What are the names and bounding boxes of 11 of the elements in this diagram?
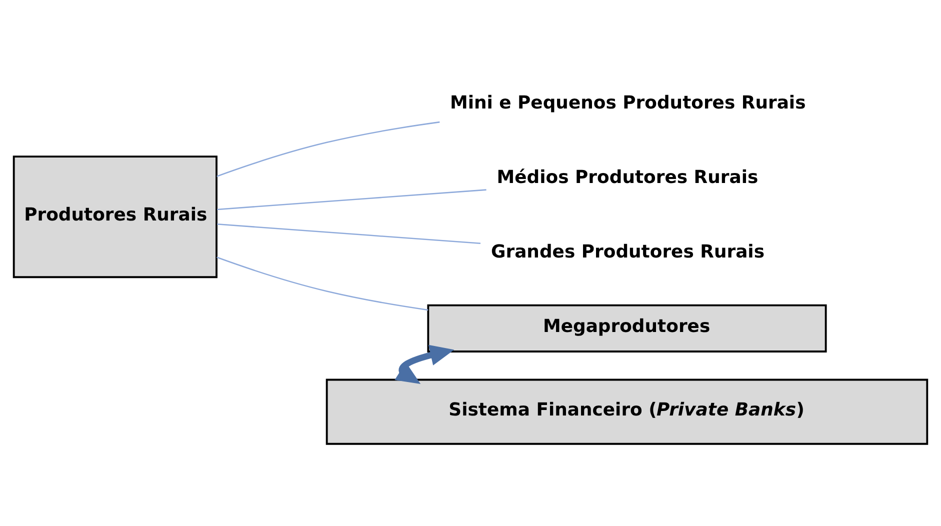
- node-text: Médios Produtores Rurais: [496, 167, 758, 188]
- connector: [217, 224, 481, 244]
- connector: [216, 121, 440, 177]
- node-text: Mini e Pequenos Produtores Rurais: [450, 92, 806, 114]
- node-box: Sistema Financeiro (Private Banks): [326, 378, 928, 445]
- node-text: Grandes Produtores Rurais: [491, 241, 765, 262]
- node-box: Produtores Rurais: [12, 156, 218, 278]
- node-box: Megaprodutores: [427, 304, 827, 352]
- connector: [217, 189, 486, 210]
- arrow: [394, 344, 454, 384]
- connector: [216, 256, 428, 311]
